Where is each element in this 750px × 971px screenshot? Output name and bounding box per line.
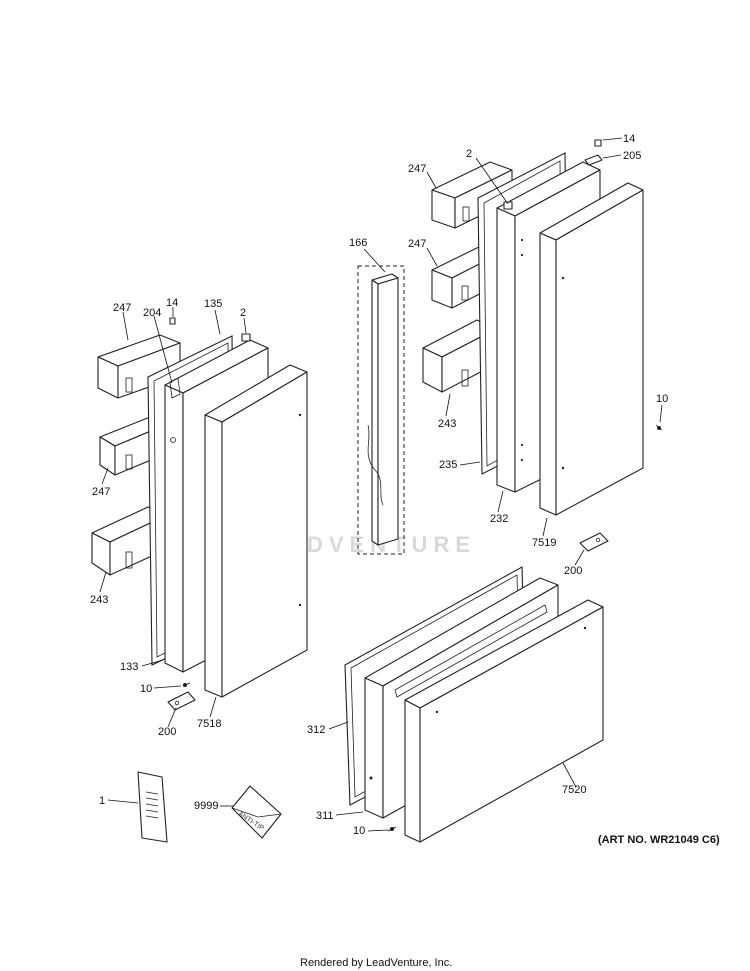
callout-243: 243 [438,418,456,430]
callout-247: 247 [92,486,110,498]
callout-235: 235 [439,459,457,471]
callout-2: 2 [240,307,246,319]
left-door-bin-top [97,334,181,399]
leader-lines [99,137,663,832]
drawer-screw [387,826,397,832]
callout-10: 10 [140,683,152,695]
center-mullion-assembly [357,265,405,555]
right-door-assembly [422,139,663,552]
callout-10: 10 [353,825,365,837]
callout-2: 2 [466,148,472,160]
callout-247: 247 [408,238,426,250]
callout-9999: 9999 [194,800,218,812]
callout-133: 133 [120,661,138,673]
callout-247: 247 [113,302,131,314]
left-door-assembly [91,317,308,711]
right-screw [655,424,663,431]
right-cap-14 [594,139,602,147]
freezer-drawer-assembly [344,566,604,843]
callout-205: 205 [623,150,641,162]
left-hinge [167,691,196,711]
left-door-panel [204,364,308,698]
right-hinge-cap [503,201,513,210]
callout-200: 200 [158,726,176,738]
rendered-by-credit: Rendered by LeadVenture, Inc. [300,957,452,969]
drawer-panel [404,599,604,843]
callout-7519: 7519 [532,537,556,549]
callout-14: 14 [623,133,635,145]
right-door-panel [539,182,644,516]
right-hinge-205 [584,154,603,166]
anti-tip-envelope: ANTI-TIP [231,785,282,839]
callout-311: 311 [316,810,334,822]
callout-7520: 7520 [562,784,586,796]
left-cap-14 [169,317,176,325]
callout-204: 204 [143,307,161,319]
right-hinge [579,532,609,552]
callout-166: 166 [349,237,367,249]
callout-135: 135 [204,298,222,310]
callout-labels: 247 204 14 135 2 247 243 133 10 200 7518… [90,133,668,837]
callout-14: 14 [166,297,178,309]
callout-7518: 7518 [197,718,221,730]
callout-232: 232 [490,513,508,525]
callout-1: 1 [99,795,105,807]
callout-247: 247 [408,163,426,175]
owners-manual [137,771,168,843]
callout-200: 200 [564,565,582,577]
callout-243: 243 [90,594,108,606]
art-number: (ART NO. WR21049 C6) [598,834,720,846]
left-hinge-cap [241,333,251,342]
callout-10: 10 [656,393,668,405]
left-screw [182,682,191,687]
callout-312: 312 [307,724,325,736]
